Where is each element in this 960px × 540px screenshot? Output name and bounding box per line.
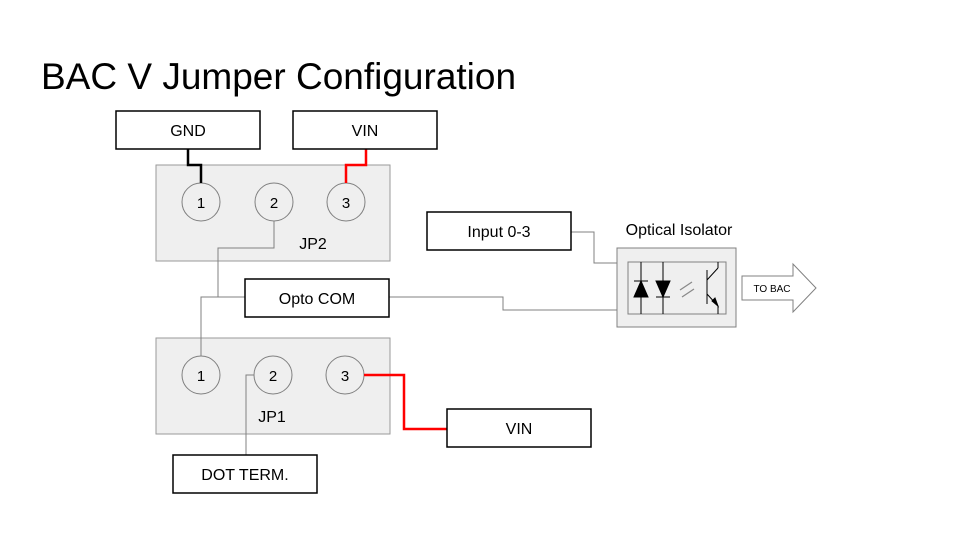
vin-top-label: VIN <box>352 123 379 140</box>
to-bac-arrow <box>741 262 817 314</box>
optical-isolator-label: Optical Isolator <box>626 222 733 239</box>
vin-top-wire <box>344 148 368 183</box>
vin-bottom-box <box>446 408 592 448</box>
vin-bottom-label: VIN <box>506 421 533 438</box>
jp1-pin-3-label: 3 <box>341 368 349 385</box>
light-rays-icon <box>679 281 695 298</box>
to-bac-label: TO BAC <box>753 284 790 295</box>
optical-isolator-block <box>616 247 737 328</box>
dot-term-wire <box>245 374 254 455</box>
vin-bottom-wire <box>364 373 447 431</box>
jp2-pin-3-label: 3 <box>342 195 350 212</box>
input-label: Input 0-3 <box>467 224 530 241</box>
opto-com-wire <box>389 296 617 311</box>
jp2-pin2-wire <box>217 221 275 298</box>
jp2-pin-2-label: 2 <box>270 195 278 212</box>
jp1-pin1-wire <box>200 296 218 356</box>
jp1-label: JP1 <box>258 409 286 426</box>
input-box <box>426 211 572 251</box>
gnd-label: GND <box>170 123 206 140</box>
gnd-box <box>115 110 261 150</box>
vin-top-box <box>292 110 438 150</box>
isolator-diode-icon <box>633 262 671 314</box>
jp2-label: JP2 <box>299 236 327 253</box>
opto-com-box <box>244 278 390 318</box>
gnd-wire <box>186 148 203 183</box>
jp1-pin-2-label: 2 <box>269 368 277 385</box>
dot-term-box <box>172 454 318 494</box>
jp1-pin-1-label: 1 <box>197 368 205 385</box>
dot-term-label: DOT TERM. <box>201 467 288 484</box>
input-wire <box>571 231 617 264</box>
jp2-pin-1-label: 1 <box>197 195 205 212</box>
isolator-inner-frame <box>627 261 727 315</box>
opto-com-label: Opto COM <box>279 291 355 308</box>
phototransistor-icon <box>706 262 720 314</box>
page-title: BAC V Jumper Configuration <box>41 56 517 97</box>
